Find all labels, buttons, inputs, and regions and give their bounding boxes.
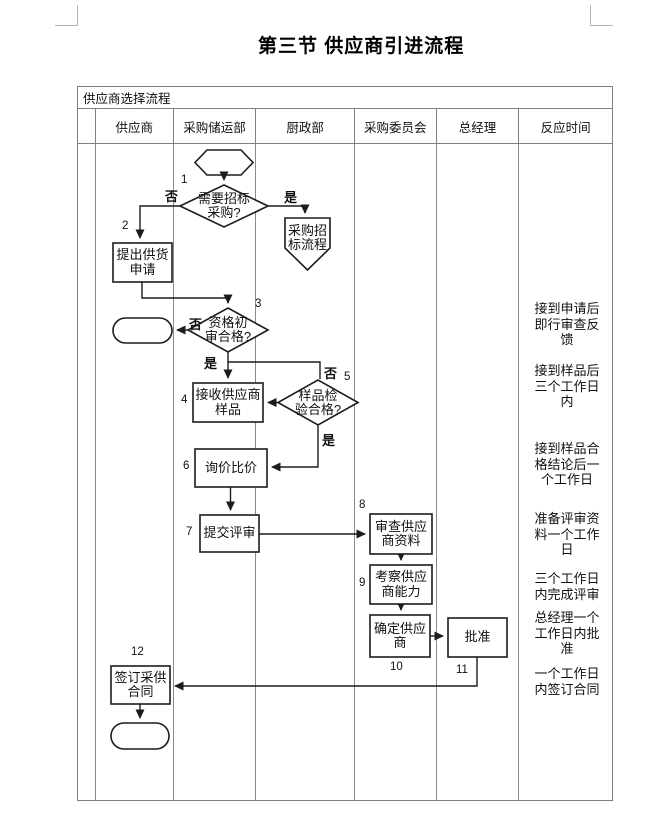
node-tender-process-label: 采购招 标流程 [287, 222, 327, 252]
node-approve-label: 批准 [464, 629, 491, 645]
conn-d5-yes-to-n6 [271, 425, 319, 472]
conn-d1-no-to-n2 [135, 205, 180, 239]
step-number-9: 9 [359, 577, 366, 589]
conn-d1-yes-to-tender [268, 204, 310, 214]
response-time-6: 总经理一个工作日内批准 [534, 610, 600, 656]
margin-mark-top-right [590, 5, 613, 26]
response-time-2: 接到样品后三个工作日内 [534, 363, 600, 409]
node-price-inquiry-label: 询价比价 [204, 459, 257, 475]
table-caption: 供应商选择流程 [78, 87, 612, 109]
swimlane-table: 供应商选择流程 供应商 采购储运部 厨政部 采购委员会 总经理 反应时间 [77, 86, 613, 801]
lane-supplier [96, 144, 174, 800]
step-number-1: 1 [181, 174, 188, 186]
response-time-5: 三个工作日内完成评审 [534, 571, 600, 602]
node-sign-contract [110, 665, 171, 705]
branch-no-d5: 否 [324, 366, 338, 381]
conn-n2-to-d3 [141, 282, 233, 304]
lane-blank [78, 144, 96, 800]
branch-yes-d3: 是 [204, 356, 218, 371]
node-submit-review [199, 514, 260, 553]
terminator-reject [112, 317, 173, 344]
column-header-purchasing-storage: 采购储运部 [174, 109, 257, 143]
step-number-11: 11 [456, 664, 468, 676]
branch-no-d3: 否 [189, 317, 203, 332]
node-tender-process-pentagon [284, 217, 331, 272]
node-approve [447, 617, 508, 658]
margin-mark-top-left [55, 5, 78, 26]
table-header-row: 供应商 采购储运部 厨政部 采购委员会 总经理 反应时间 [78, 109, 612, 144]
node-submit-supply-request-label: 提出供货 申请 [116, 247, 169, 277]
step-number-3: 3 [255, 298, 262, 310]
decision-need-tender-label: 需要招标 采购? [197, 190, 250, 220]
decision-sample-inspection [276, 379, 360, 426]
step-number-8: 8 [359, 499, 366, 511]
response-time-4: 准备评审资料一个工作日 [534, 511, 600, 557]
step-number-4: 4 [181, 394, 188, 406]
response-time-3: 接到样品合格结论后一个工作日 [534, 441, 600, 487]
step-number-7: 7 [186, 526, 193, 538]
node-submit-supply-request [112, 242, 173, 283]
page-title: 第三节 供应商引进流程 [258, 36, 465, 57]
node-submit-review-label: 提交评审 [203, 525, 256, 541]
lane-gm [437, 144, 520, 800]
step-number-5: 5 [344, 371, 351, 383]
response-time-7: 一个工作日内签订合同 [534, 666, 600, 697]
step-number-12: 12 [131, 646, 144, 658]
node-receive-samples [192, 382, 264, 423]
conn-d5-no-loop [228, 361, 321, 379]
step-number-2: 2 [122, 220, 129, 232]
column-header-committee: 采购委员会 [355, 109, 437, 143]
node-assess-capability-label: 考察供应 商能力 [374, 569, 427, 599]
decision-need-tender [178, 184, 270, 228]
column-header-gm: 总经理 [437, 109, 520, 143]
decision-qualification-review [186, 307, 270, 353]
branch-no-d1: 否 [165, 189, 179, 204]
node-determine-supplier [369, 614, 431, 658]
node-review-materials-label: 审查供应 商资料 [374, 518, 427, 548]
decision-sample-label: 样品检 验合格? [294, 387, 342, 417]
response-time-1: 接到申请后即行审查反馈 [534, 301, 600, 347]
lane-kitchen [256, 144, 355, 800]
column-header-blank [78, 109, 96, 143]
start-hexagon [193, 149, 255, 176]
node-review-materials [369, 513, 433, 555]
column-header-kitchen: 厨政部 [256, 109, 355, 143]
decision-qualification-label: 资格初 审合格? [204, 314, 252, 344]
conn-n11-to-n12 [174, 657, 478, 691]
branch-yes-d1: 是 [284, 190, 298, 205]
step-number-10: 10 [390, 661, 403, 673]
branch-yes-d5: 是 [322, 433, 336, 448]
terminator-end [110, 722, 170, 750]
node-sign-contract-label: 签订采供 合同 [114, 669, 167, 699]
node-price-inquiry [194, 448, 268, 488]
column-header-response-time: 反应时间 [540, 120, 591, 135]
step-number-6: 6 [183, 460, 190, 472]
node-receive-samples-label: 接收供应商 样品 [195, 387, 261, 417]
node-determine-supplier-label: 确定供应 商 [373, 620, 426, 650]
lane-committee [355, 144, 437, 800]
node-assess-capability [369, 564, 433, 605]
column-header-supplier: 供应商 [96, 109, 174, 143]
